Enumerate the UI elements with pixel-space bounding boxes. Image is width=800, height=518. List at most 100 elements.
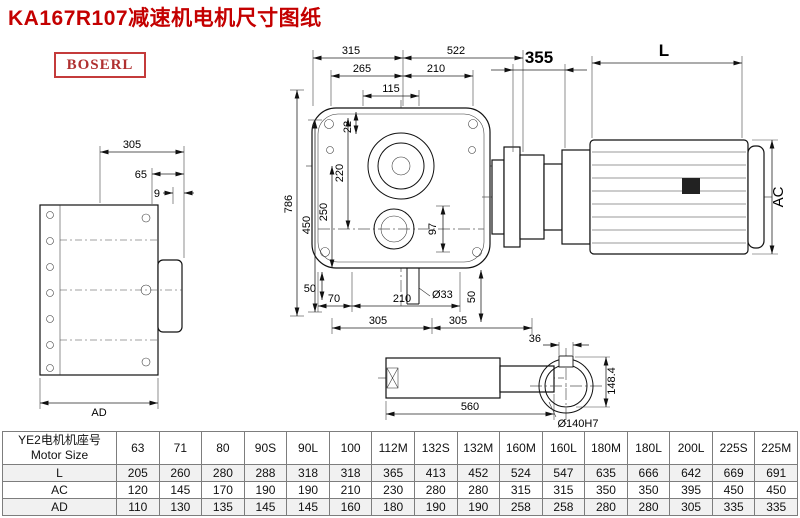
front-view: 315 522 265 210 115 786 450 250 220 bbox=[283, 45, 533, 334]
cell: 318 bbox=[286, 464, 330, 482]
col-header: 71 bbox=[158, 431, 203, 465]
col-header: 180L bbox=[626, 431, 671, 465]
cell: 145 bbox=[158, 481, 203, 499]
dim-side-65: 65 bbox=[135, 169, 147, 181]
cell: 190 bbox=[413, 498, 458, 516]
cell: 280 bbox=[413, 481, 458, 499]
table-corner-cell: YE2电机机座号 Motor Size bbox=[2, 431, 117, 465]
cell: 642 bbox=[669, 464, 713, 482]
front-view-dimensions: 315 522 265 210 115 786 450 250 220 bbox=[283, 45, 533, 334]
cell: 170 bbox=[201, 481, 245, 499]
col-header: 132S bbox=[413, 431, 458, 465]
dim-front-265: 265 bbox=[353, 63, 371, 75]
col-header: 63 bbox=[116, 431, 160, 465]
col-header: 132M bbox=[456, 431, 501, 465]
cell: 335 bbox=[711, 498, 756, 516]
col-header: 180M bbox=[584, 431, 628, 465]
cell: 190 bbox=[456, 498, 501, 516]
brand-logo: BOSERL bbox=[54, 52, 146, 78]
cell: 180 bbox=[371, 498, 415, 516]
dim-motor-355: 355 bbox=[525, 48, 553, 67]
dim-front-522: 522 bbox=[447, 45, 465, 57]
cell: 280 bbox=[201, 464, 245, 482]
cell: 452 bbox=[456, 464, 501, 482]
cell: 110 bbox=[116, 498, 160, 516]
cell: 450 bbox=[754, 481, 798, 499]
table-header-row: YE2电机机座号 Motor Size 63 71 80 90S 90L 100… bbox=[2, 431, 798, 465]
dim-front-d33: Ø33 bbox=[432, 289, 453, 301]
cell: 365 bbox=[371, 464, 415, 482]
dim-side-ad: AD bbox=[91, 407, 106, 419]
cell: 450 bbox=[711, 481, 756, 499]
motor-view: 355 L AC bbox=[482, 41, 787, 255]
dim-front-210-top: 210 bbox=[427, 63, 445, 75]
cell: 145 bbox=[286, 498, 330, 516]
dim-bore-d140: Ø140H7 bbox=[558, 418, 599, 430]
side-view: 305 65 9 AD bbox=[39, 139, 194, 419]
dim-front-450: 450 bbox=[301, 216, 313, 234]
col-header: 100 bbox=[328, 431, 373, 465]
dim-front-22: 22 bbox=[342, 121, 354, 133]
cell: 280 bbox=[456, 481, 501, 499]
shaft-dimensions: 560 bbox=[385, 394, 555, 420]
cell: 135 bbox=[201, 498, 245, 516]
motor-dimensions: 355 L AC bbox=[491, 41, 787, 255]
dim-side-305: 305 bbox=[123, 139, 141, 151]
cell: 666 bbox=[626, 464, 671, 482]
table-corner-cn: YE2电机机座号 bbox=[18, 433, 101, 447]
col-header: 90L bbox=[286, 431, 330, 465]
col-header: 160M bbox=[499, 431, 543, 465]
col-header: 80 bbox=[201, 431, 245, 465]
technical-drawing: 305 65 9 AD bbox=[39, 41, 787, 430]
bore-view: 36 148.4 Ø140H7 bbox=[529, 333, 618, 430]
dim-bore-148: 148.4 bbox=[606, 367, 618, 395]
motor-size-table: YE2电机机座号 Motor Size 63 71 80 90S 90L 100… bbox=[2, 431, 798, 516]
cell: 130 bbox=[158, 498, 203, 516]
cell: 280 bbox=[584, 498, 628, 516]
cell: 335 bbox=[754, 498, 798, 516]
page-title: KA167R107减速机电机尺寸图纸 bbox=[8, 7, 322, 30]
cell: 305 bbox=[669, 498, 713, 516]
cell: 205 bbox=[116, 464, 160, 482]
side-view-dimensions: 305 65 9 AD bbox=[39, 139, 194, 419]
cell: 230 bbox=[371, 481, 415, 499]
motor-terminal-box bbox=[682, 178, 700, 194]
dim-shaft-560: 560 bbox=[461, 401, 479, 413]
cell: 145 bbox=[243, 498, 288, 516]
cell: 547 bbox=[541, 464, 586, 482]
col-header: 160L bbox=[541, 431, 586, 465]
bore-dimensions: 36 148.4 Ø140H7 bbox=[529, 333, 618, 430]
dim-bore-36: 36 bbox=[529, 333, 541, 345]
cell: 350 bbox=[584, 481, 628, 499]
row-label: AD bbox=[2, 498, 117, 516]
cell: 315 bbox=[541, 481, 586, 499]
keyway bbox=[558, 355, 574, 368]
cell: 260 bbox=[158, 464, 203, 482]
cell: 635 bbox=[584, 464, 628, 482]
row-label: L bbox=[2, 464, 117, 482]
col-header: 225M bbox=[754, 431, 798, 465]
cell: 258 bbox=[499, 498, 543, 516]
dim-front-220: 220 bbox=[334, 164, 346, 182]
col-header: 225S bbox=[711, 431, 756, 465]
col-header: 90S bbox=[243, 431, 288, 465]
dim-front-50-left: 50 bbox=[304, 283, 316, 295]
motor-fins bbox=[592, 151, 746, 244]
table-corner-en: Motor Size bbox=[30, 448, 89, 462]
dim-front-250: 250 bbox=[318, 203, 330, 221]
col-header: 200L bbox=[669, 431, 713, 465]
table-row-ac: AC 120 145 170 190 190 210 230 280 280 3… bbox=[2, 481, 798, 499]
dim-front-115: 115 bbox=[382, 83, 400, 95]
table-row-ad: AD 110 130 135 145 145 160 180 190 190 2… bbox=[2, 498, 798, 516]
shaft-view: 560 bbox=[378, 357, 564, 420]
dim-side-9: 9 bbox=[154, 188, 160, 200]
cell: 190 bbox=[243, 481, 288, 499]
dim-front-97: 97 bbox=[427, 223, 439, 235]
dim-motor-l: L bbox=[659, 41, 669, 60]
dim-front-50-right: 50 bbox=[466, 291, 478, 303]
col-header: 112M bbox=[371, 431, 415, 465]
dim-front-315: 315 bbox=[342, 45, 360, 57]
dim-motor-ac: AC bbox=[770, 186, 787, 207]
cell: 691 bbox=[754, 464, 798, 482]
